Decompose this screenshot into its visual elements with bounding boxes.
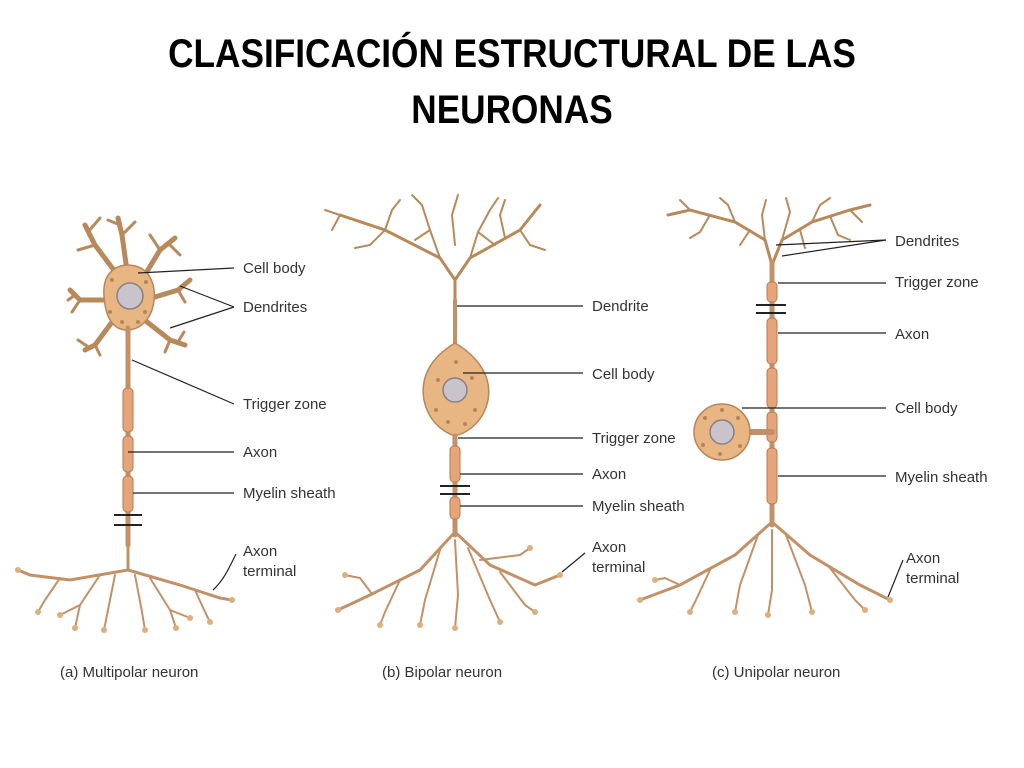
unipolar-label-axon: Axon <box>895 326 929 343</box>
bipolar-nucleus <box>442 377 468 403</box>
bipolar-label-axon-terminal-line1: Axon <box>592 539 626 556</box>
multipolar-label-trigger-zone: Trigger zone <box>243 396 327 413</box>
bipolar-label-trigger-zone: Trigger zone <box>592 430 676 447</box>
bipolar-label-axon-terminal-line2: terminal <box>592 559 645 576</box>
unipolar-nucleus <box>709 419 735 445</box>
unipolar-caption: (c) Unipolar neuron <box>712 664 840 681</box>
multipolar-label-dendrites: Dendrites <box>243 299 307 316</box>
unipolar-label-myelin-sheath: Myelin sheath <box>895 469 988 486</box>
multipolar-nucleus <box>116 282 144 310</box>
bipolar-label-cell-body: Cell body <box>592 366 655 383</box>
unipolar-dendrites <box>666 197 872 267</box>
unipolar-axon-terminal <box>637 520 893 618</box>
unipolar-cell-body <box>693 403 751 461</box>
bipolar-label-myelin-sheath: Myelin sheath <box>592 498 685 515</box>
multipolar-caption: (a) Multipolar neuron <box>60 664 198 681</box>
unipolar-label-trigger-zone: Trigger zone <box>895 274 979 291</box>
multipolar-axon-terminal <box>15 543 235 633</box>
unipolar-neuron: Dendrites Trigger zone Axon Cell body My… <box>637 197 988 681</box>
bipolar-dendrites <box>324 194 546 347</box>
bipolar-label-dendrite: Dendrite <box>592 298 649 315</box>
multipolar-label-axon-terminal-line2: terminal <box>243 563 296 580</box>
multipolar-label-myelin-sheath: Myelin sheath <box>243 485 336 502</box>
unipolar-label-dendrites: Dendrites <box>895 233 959 250</box>
bipolar-axon-terminal <box>335 530 563 631</box>
multipolar-neuron: Cell body Dendrites Trigger zone Axon My… <box>15 215 336 681</box>
unipolar-label-cell-body: Cell body <box>895 400 958 417</box>
slide-title: CLASIFICACIÓN ESTRUCTURAL DE LAS NEURONA… <box>168 32 856 132</box>
unipolar-label-axon-terminal-line1: Axon <box>906 550 940 567</box>
bipolar-label-axon: Axon <box>592 466 626 483</box>
bipolar-caption: (b) Bipolar neuron <box>382 664 502 681</box>
unipolar-label-axon-terminal-line2: terminal <box>906 570 959 587</box>
multipolar-dendrites <box>66 215 193 357</box>
multipolar-label-axon-terminal-line1: Axon <box>243 543 277 560</box>
bipolar-neuron: Dendrite Cell body Trigger zone Axon Mye… <box>324 194 685 681</box>
multipolar-label-cell-body: Cell body <box>243 260 306 277</box>
multipolar-label-axon: Axon <box>243 444 277 461</box>
